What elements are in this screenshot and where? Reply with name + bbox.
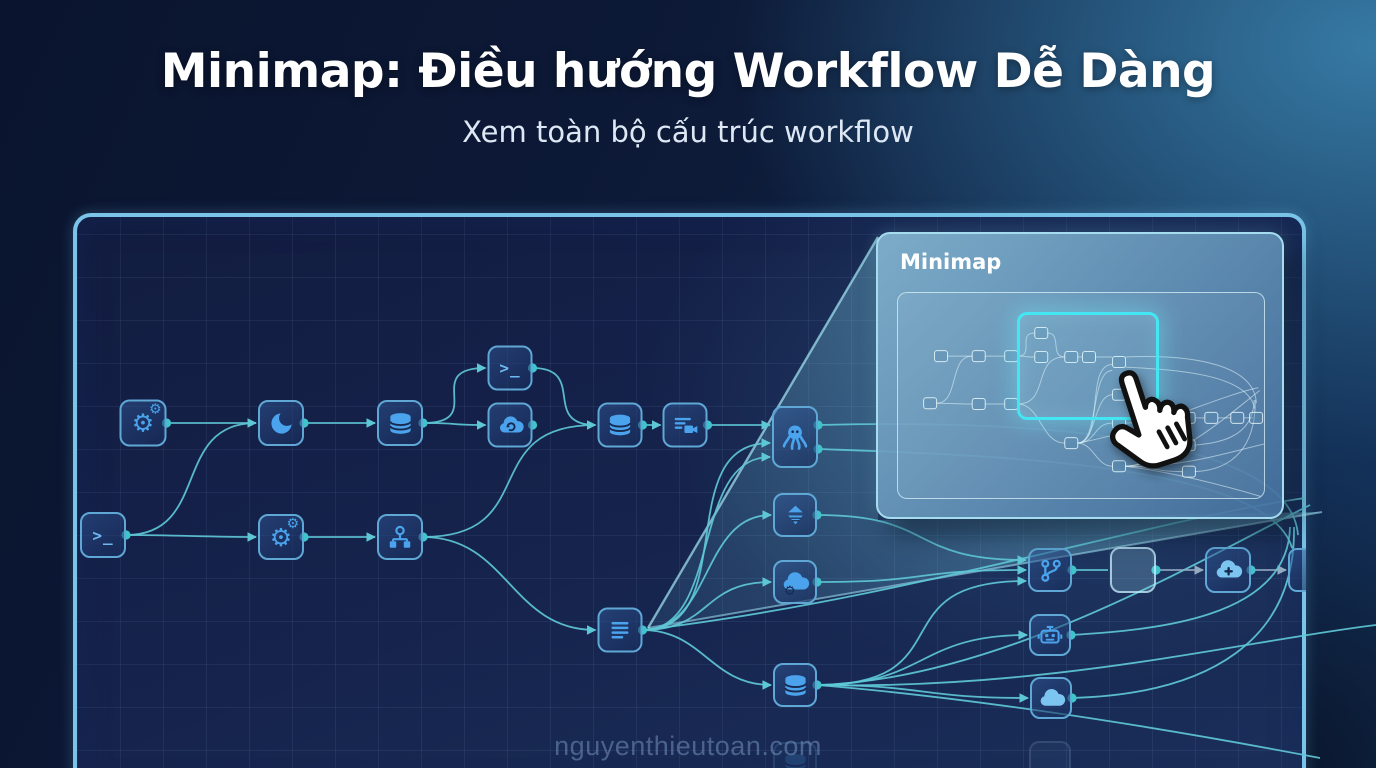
moon-icon bbox=[260, 402, 302, 444]
header: Minimap: Điều hướng Workflow Dễ Dàng Xem… bbox=[0, 44, 1376, 149]
workflow-node-none[interactable] bbox=[1110, 547, 1156, 593]
sitemap-icon bbox=[379, 516, 421, 558]
cloud-icon bbox=[1032, 679, 1070, 717]
workflow-node-cloud-sync-icon[interactable] bbox=[487, 402, 533, 448]
gears-icon: ⚙⚙ bbox=[131, 401, 162, 438]
minimap-inner-area[interactable] bbox=[897, 292, 1265, 499]
workflow-node-terminal-icon[interactable]: >_ bbox=[487, 345, 533, 391]
diamond-icon bbox=[775, 495, 815, 535]
watermark: nguyenthieutoan.com bbox=[554, 731, 822, 761]
workflow-node-octopus-icon[interactable] bbox=[772, 406, 818, 468]
workflow-node-terminal-icon[interactable]: >_ bbox=[80, 512, 126, 558]
minimap-panel[interactable]: Minimap bbox=[876, 232, 1284, 519]
cloud-gear-icon: ⚙ bbox=[775, 562, 815, 602]
none bbox=[1112, 549, 1154, 591]
database-icon bbox=[775, 665, 815, 705]
page-subtitle: Xem toàn bộ cấu trúc workflow bbox=[462, 115, 914, 149]
terminal-icon: >_ bbox=[499, 358, 521, 378]
page-title: Minimap: Điều hướng Workflow Dễ Dàng bbox=[160, 44, 1216, 99]
workflow-node-branch-icon[interactable] bbox=[1028, 548, 1072, 592]
workflow-node-robot-icon[interactable] bbox=[1029, 614, 1071, 656]
workflow-node-none[interactable] bbox=[1288, 548, 1306, 592]
workflow-node-gears-icon[interactable]: ⚙⚙ bbox=[119, 399, 167, 447]
workflow-node-moon-icon[interactable] bbox=[258, 400, 304, 446]
workflow-node-cloud-icon[interactable] bbox=[1030, 677, 1072, 719]
robot-icon bbox=[1031, 616, 1069, 654]
none bbox=[1290, 550, 1306, 590]
workflow-node-database-icon[interactable] bbox=[597, 402, 643, 448]
octopus-icon bbox=[774, 408, 816, 466]
media-list-icon bbox=[665, 405, 706, 446]
minimap-viewport[interactable] bbox=[1017, 312, 1159, 420]
workflow-node-database-icon[interactable] bbox=[773, 663, 817, 707]
minimap-title: Minimap bbox=[900, 250, 1002, 274]
cloud-sync-icon bbox=[490, 405, 531, 446]
workflow-node-media-list-icon[interactable] bbox=[662, 402, 708, 448]
list-icon bbox=[600, 610, 641, 651]
branch-icon bbox=[1030, 550, 1070, 590]
workflow-node-gears-icon[interactable]: ⚙⚙ bbox=[258, 514, 304, 560]
database-icon bbox=[600, 405, 641, 446]
workflow-node-database-icon[interactable] bbox=[377, 400, 423, 446]
workflow-node-cloud-plus-icon[interactable] bbox=[1205, 547, 1251, 593]
terminal-icon: >_ bbox=[92, 525, 114, 545]
database-icon bbox=[379, 402, 421, 444]
workflow-node-cloud-gear-icon[interactable]: ⚙ bbox=[773, 560, 817, 604]
cloud-plus-icon bbox=[1207, 549, 1249, 591]
workflow-node-list-icon[interactable] bbox=[597, 607, 643, 653]
workflow-node-diamond-icon[interactable] bbox=[773, 493, 817, 537]
workflow-node-sitemap-icon[interactable] bbox=[377, 514, 423, 560]
gears-icon: ⚙⚙ bbox=[269, 516, 299, 552]
